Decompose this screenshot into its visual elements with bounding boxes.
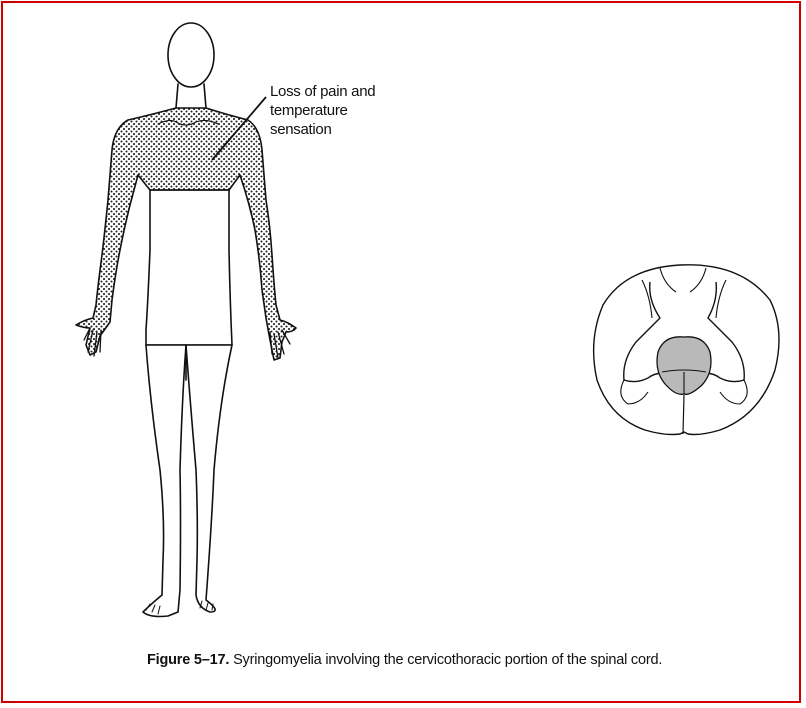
right-leg xyxy=(186,345,232,612)
annotation-line-2: temperature xyxy=(270,101,375,120)
body-outline-figure xyxy=(76,23,296,617)
torso xyxy=(146,190,232,345)
spinal-cord-cross-section xyxy=(594,265,779,435)
annotation-line-3: sensation xyxy=(270,120,375,139)
figure-caption: Figure 5–17. Syringomyelia involving the… xyxy=(147,652,662,668)
caption-text: Syringomyelia involving the cervicothora… xyxy=(233,652,662,668)
head xyxy=(168,23,214,87)
annotation-line-1: Loss of pain and xyxy=(270,82,375,101)
annotation-label: Loss of pain and temperature sensation xyxy=(270,82,375,139)
left-leg xyxy=(143,345,186,617)
figure-number: Figure 5–17. xyxy=(147,652,229,668)
